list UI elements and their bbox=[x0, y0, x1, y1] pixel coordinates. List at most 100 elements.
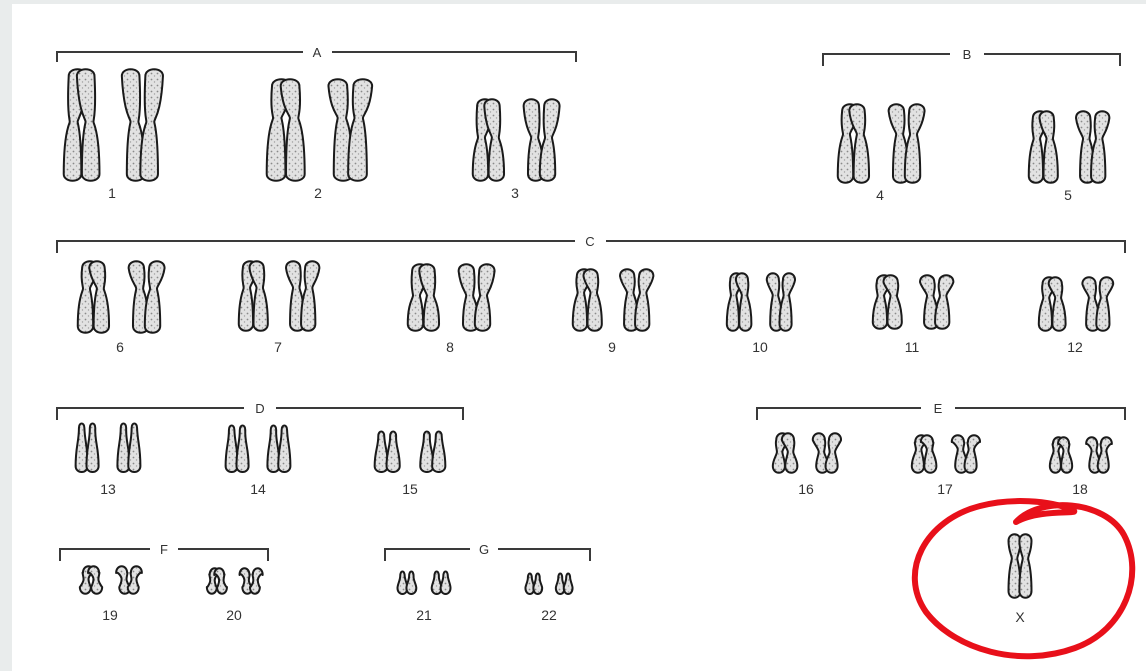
chromosome-label-6: 6 bbox=[116, 339, 124, 355]
chromosome-21-a bbox=[397, 572, 416, 595]
chromosome-pair-22: 22 bbox=[525, 574, 572, 624]
group-label-A: A bbox=[313, 45, 322, 60]
chromosome-pair-1: 1 bbox=[64, 69, 163, 201]
chromosome-label-12: 12 bbox=[1067, 339, 1083, 355]
chromosome-7-b bbox=[286, 261, 319, 331]
chromosome-11-b bbox=[920, 275, 953, 329]
chromosome-2-a bbox=[267, 79, 305, 181]
chromosome-20-a bbox=[207, 568, 227, 594]
group-label-E: E bbox=[934, 401, 943, 416]
chromosome-13-a bbox=[76, 424, 99, 473]
chromosome-1-a bbox=[64, 69, 100, 181]
chromosome-22-b bbox=[556, 574, 573, 595]
chromosome-label-19: 19 bbox=[102, 607, 118, 623]
chromosome-x bbox=[1009, 534, 1032, 598]
chromosome-pair-3: 3 bbox=[473, 99, 560, 201]
chromosome-label-4: 4 bbox=[876, 187, 884, 203]
chromosome-19-a bbox=[80, 566, 102, 594]
chromosome-pair-15: 15 bbox=[375, 432, 446, 498]
chromosome-pair-18: 18 bbox=[1050, 437, 1112, 497]
chromosome-pair-21: 21 bbox=[397, 572, 450, 624]
chromosome-13-b bbox=[117, 424, 140, 473]
chromosome-6-a bbox=[78, 261, 109, 333]
chromosome-2-b bbox=[328, 79, 372, 181]
chromosome-pair-7: 7 bbox=[239, 261, 320, 355]
chromosome-pair-20: 20 bbox=[207, 568, 263, 623]
chromosome-pair-4: 4 bbox=[838, 104, 925, 203]
chromosome-20-b bbox=[240, 568, 263, 594]
chromosome-11-a bbox=[873, 275, 902, 329]
chromosome-label-2: 2 bbox=[314, 185, 322, 201]
chromosome-label-x: X bbox=[1015, 609, 1025, 625]
chromosome-17-b bbox=[952, 435, 980, 473]
chromosome-pair-16: 16 bbox=[773, 433, 841, 497]
chromosome-pair-9: 9 bbox=[573, 269, 654, 355]
chromosome-label-11: 11 bbox=[905, 339, 920, 355]
chromosome-pair-17: 17 bbox=[912, 435, 980, 497]
chromosome-15-b bbox=[420, 432, 445, 473]
group-label-B: B bbox=[963, 47, 972, 62]
group-label-D: D bbox=[255, 401, 264, 416]
group-label-G: G bbox=[479, 542, 489, 557]
chromosome-pair-2: 2 bbox=[267, 79, 372, 201]
chromosome-10-b bbox=[767, 273, 795, 331]
bracket-B: B bbox=[823, 47, 1120, 66]
chromosome-21-b bbox=[432, 572, 451, 595]
chromosome-pair-14: 14 bbox=[226, 426, 291, 498]
chromosome-7-a bbox=[239, 261, 268, 331]
chromosome-8-b bbox=[459, 264, 495, 331]
chromosome-label-10: 10 bbox=[752, 339, 768, 355]
chromosome-label-9: 9 bbox=[608, 339, 616, 355]
chromosome-pair-12: 12 bbox=[1039, 277, 1113, 355]
chromosome-16-a bbox=[773, 433, 798, 473]
chromosome-pair-10: 10 bbox=[727, 273, 795, 355]
chromosome-label-5: 5 bbox=[1064, 187, 1072, 203]
chromosome-label-8: 8 bbox=[446, 339, 454, 355]
chromosome-5-b bbox=[1076, 111, 1109, 183]
chromosome-1-b bbox=[122, 69, 163, 181]
chromosome-14-b bbox=[267, 426, 290, 473]
chromosome-pair-5: 5 bbox=[1029, 111, 1110, 203]
chromosome-15-a bbox=[375, 432, 400, 473]
chromosome-10-a bbox=[727, 273, 752, 331]
chromosome-label-15: 15 bbox=[402, 481, 418, 497]
chromosome-22-a bbox=[525, 574, 542, 595]
chromosome-pair-x: X bbox=[1009, 534, 1032, 625]
bracket-C: C bbox=[57, 234, 1125, 253]
chromosome-3-b bbox=[524, 99, 560, 181]
chromosome-9-a bbox=[573, 269, 602, 331]
chromosome-label-21: 21 bbox=[416, 607, 432, 623]
chromosome-17-a bbox=[912, 435, 937, 473]
chromosome-9-b bbox=[620, 269, 653, 331]
chromosome-pair-11: 11 bbox=[873, 275, 954, 355]
bracket-F: F bbox=[60, 542, 268, 561]
chromosome-14-a bbox=[226, 426, 249, 473]
bracket-A: A bbox=[57, 45, 576, 62]
bracket-E: E bbox=[757, 401, 1125, 420]
chromosome-4-a bbox=[838, 104, 869, 183]
chromosome-8-a bbox=[408, 264, 439, 331]
chromosome-6-b bbox=[129, 261, 165, 333]
chromosome-pair-19: 19 bbox=[80, 566, 142, 623]
chromosome-3-a bbox=[473, 99, 504, 181]
chromosome-pair-8: 8 bbox=[408, 264, 495, 355]
bracket-D: D bbox=[57, 401, 463, 420]
chromosome-label-13: 13 bbox=[100, 481, 116, 497]
chromosome-label-18: 18 bbox=[1072, 481, 1088, 497]
chromosome-19-b bbox=[116, 566, 142, 594]
chromosome-label-7: 7 bbox=[274, 339, 282, 355]
chromosome-18-a bbox=[1050, 437, 1072, 473]
chromosome-label-16: 16 bbox=[798, 481, 814, 497]
chromosome-label-3: 3 bbox=[511, 185, 519, 201]
chromosome-4-b bbox=[889, 104, 925, 183]
chromosome-label-20: 20 bbox=[226, 607, 242, 623]
chromosome-18-b bbox=[1086, 437, 1112, 473]
group-label-F: F bbox=[160, 542, 168, 557]
bracket-G: G bbox=[385, 542, 590, 561]
chromosome-label-1: 1 bbox=[108, 185, 116, 201]
chromosome-12-b bbox=[1082, 277, 1113, 331]
chromosome-12-a bbox=[1039, 277, 1066, 331]
chromosome-16-b bbox=[813, 433, 841, 473]
chromosome-label-14: 14 bbox=[250, 481, 266, 497]
